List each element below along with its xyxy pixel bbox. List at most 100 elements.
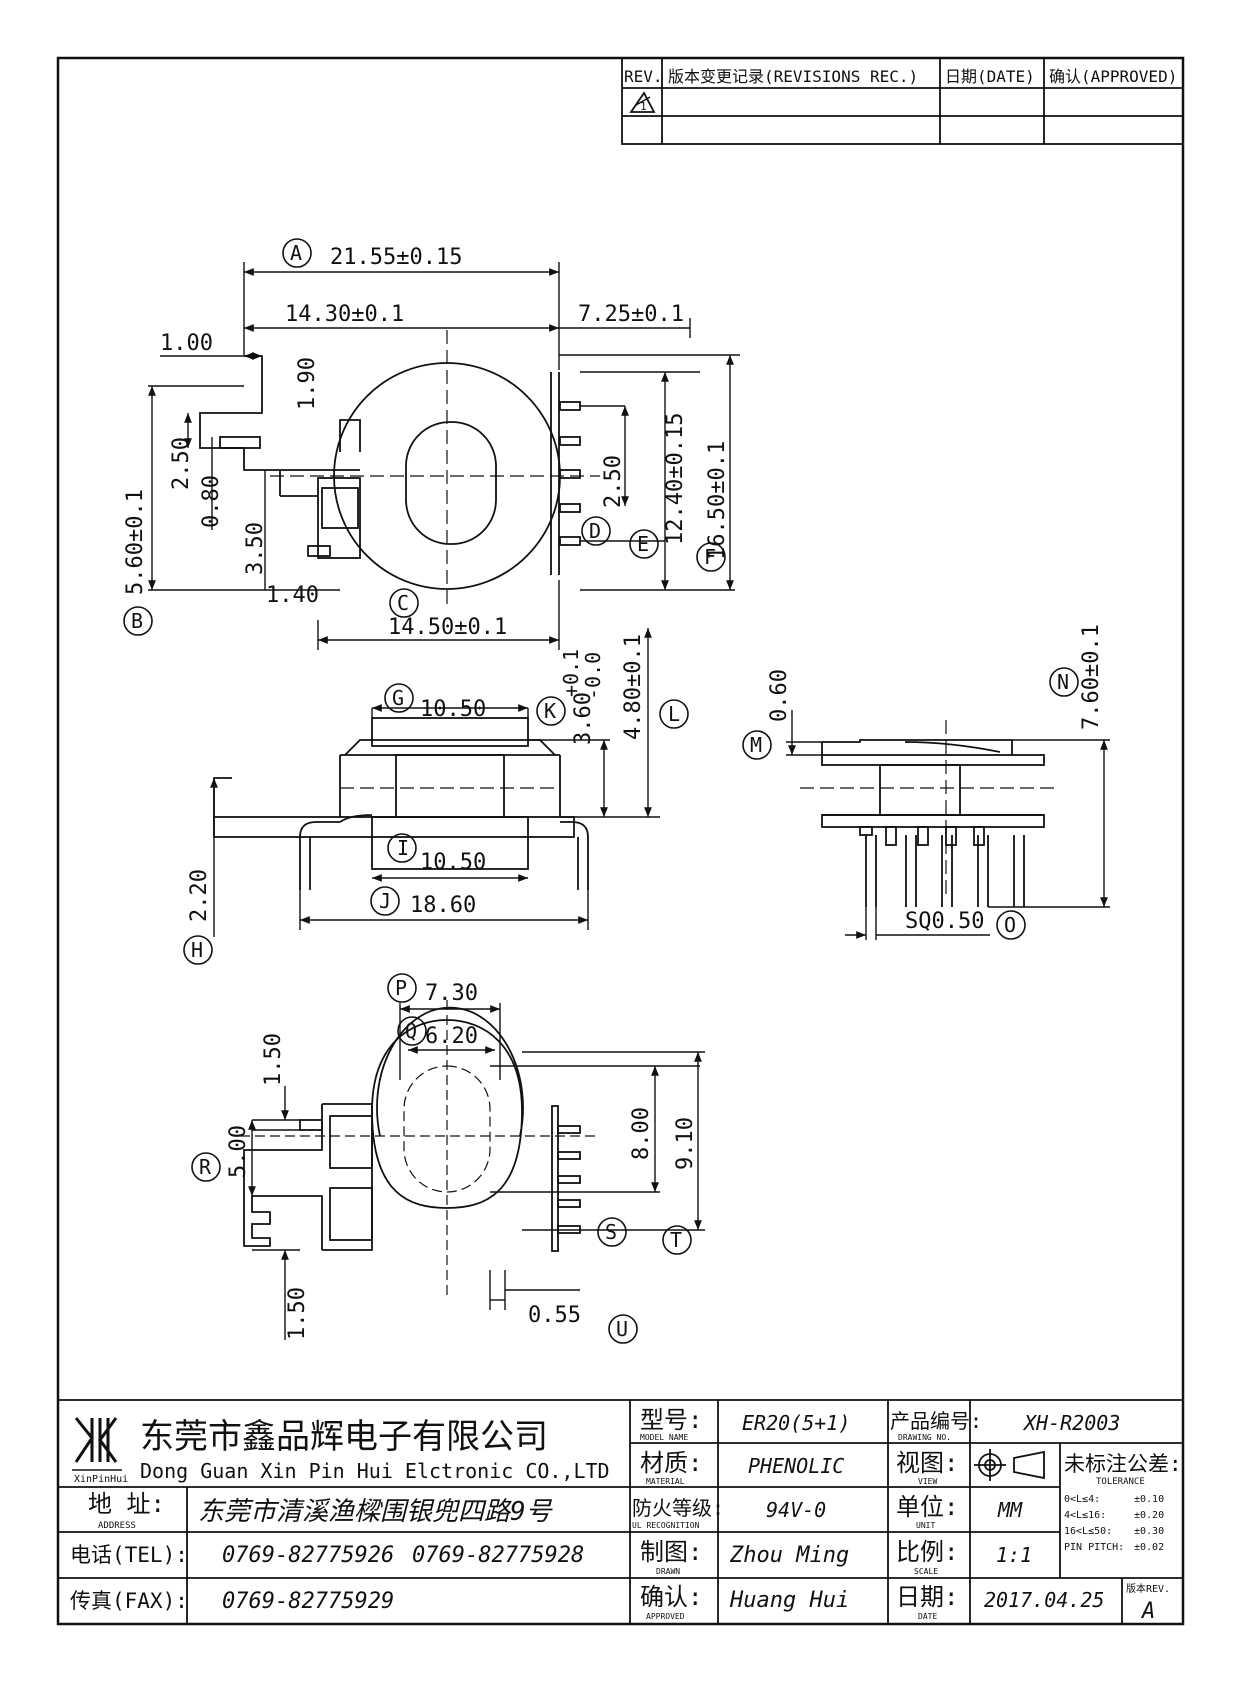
callout-m: M bbox=[742, 730, 772, 760]
svg-text:A: A bbox=[290, 241, 302, 265]
tolerance-label: 未标注公差: bbox=[1064, 1452, 1182, 1476]
logo-text: XinPinHui bbox=[74, 1474, 128, 1485]
tel-value-1: 0769-82775926 bbox=[222, 1543, 394, 1568]
callout-h: H bbox=[183, 935, 213, 965]
svg-text:P: P bbox=[395, 976, 407, 1000]
approved-value: Huang Hui bbox=[729, 1588, 849, 1613]
side-view bbox=[821, 739, 1045, 907]
svg-text:B: B bbox=[131, 609, 143, 633]
svg-text:D: D bbox=[589, 519, 601, 543]
callout-l: L bbox=[659, 699, 689, 729]
callout-r: R bbox=[191, 1152, 221, 1182]
dim-1-00: 1.00 bbox=[160, 331, 213, 356]
address-value: 东莞市清溪渔樑围银兜四路9号 bbox=[198, 1497, 554, 1527]
drawing-no-label: 产品编号: bbox=[890, 1409, 982, 1433]
rev-header: REV. bbox=[624, 67, 663, 86]
tolerance-value-1: ±0.10 bbox=[1134, 1494, 1164, 1505]
date-header: 日期(DATE) bbox=[945, 67, 1035, 86]
tolerance-range-3: 16<L≤50: bbox=[1064, 1526, 1112, 1537]
callout-c: C bbox=[389, 588, 419, 618]
svg-text:C: C bbox=[397, 591, 409, 615]
svg-text:J: J bbox=[379, 889, 391, 913]
callout-q: Q bbox=[397, 1016, 427, 1046]
dim-0-80: 0.80 bbox=[199, 475, 224, 528]
material-label-en: MATERIAL bbox=[646, 1477, 685, 1486]
dim-k-tol-minus: -0.0 bbox=[581, 652, 605, 700]
dim-1-40: 1.40 bbox=[266, 583, 319, 608]
svg-text:S: S bbox=[605, 1220, 617, 1244]
dim-14-30: 14.30±0.1 bbox=[285, 302, 404, 327]
address-label: 地 址: bbox=[88, 1490, 165, 1518]
callout-b: B bbox=[123, 606, 153, 636]
callout-u: U bbox=[608, 1314, 638, 1344]
dim-16-50: 16.50±0.1 bbox=[705, 441, 730, 560]
material-value: PHENOLIC bbox=[748, 1454, 844, 1478]
callout-j: J bbox=[370, 886, 400, 916]
callout-e: E bbox=[629, 529, 659, 559]
dim-m-value: 0.60 bbox=[767, 669, 792, 722]
title-block bbox=[58, 1399, 1183, 1624]
svg-text:R: R bbox=[199, 1155, 212, 1179]
fax-value: 0769-82775929 bbox=[222, 1589, 394, 1614]
approved-label: 确认: bbox=[640, 1583, 702, 1611]
scale-label: 比例: bbox=[896, 1538, 958, 1566]
dim-7-25: 7.25±0.1 bbox=[578, 302, 684, 327]
model-label-en: MODEL NAME bbox=[640, 1433, 688, 1442]
svg-text:O: O bbox=[1004, 913, 1016, 937]
ul-value: 94V-0 bbox=[766, 1498, 826, 1522]
dim-q-value: 6.20 bbox=[425, 1024, 478, 1049]
revision-table bbox=[621, 57, 1184, 145]
svg-text:G: G bbox=[392, 686, 404, 710]
svg-text:Q: Q bbox=[405, 1019, 417, 1043]
material-label: 材质: bbox=[640, 1449, 702, 1477]
drawing-no-value: XH-R2003 bbox=[1022, 1411, 1120, 1435]
tolerance-range-4: PIN PITCH: bbox=[1064, 1542, 1124, 1553]
dim-g-value: 10.50 bbox=[420, 697, 486, 722]
dim-14-50: 14.50±0.1 bbox=[388, 615, 507, 640]
tolerance-value-3: ±0.30 bbox=[1134, 1526, 1164, 1537]
tolerance-label-en: TOLERANCE bbox=[1096, 1477, 1145, 1487]
callout-p: P bbox=[387, 973, 417, 1003]
ul-label: 防火等级: bbox=[632, 1496, 724, 1520]
dim-k-tol-plus: +0.1 bbox=[559, 649, 583, 697]
dim-1-50-bottom: 1.50 bbox=[285, 1287, 310, 1340]
tolerance-range-2: 4<L≤16: bbox=[1064, 1510, 1106, 1521]
svg-text:N: N bbox=[1057, 670, 1069, 694]
drawing-border bbox=[56, 56, 1185, 1626]
date-value: 2017.04.25 bbox=[984, 1588, 1104, 1612]
dim-l-value: 4.80±0.1 bbox=[621, 634, 646, 740]
approved-label-en: APPROVED bbox=[646, 1612, 685, 1621]
company-name-cn: 东莞市鑫品辉电子有限公司 bbox=[140, 1417, 548, 1457]
svg-text:U: U bbox=[616, 1317, 628, 1341]
revision-triangle-icon: 1 bbox=[629, 91, 656, 113]
address-label-en: ADDRESS bbox=[98, 1521, 136, 1531]
dim-n-value: 7.60±0.1 bbox=[1079, 624, 1104, 730]
tolerance-range-1: 0<L≤4: bbox=[1064, 1494, 1100, 1505]
unit-label-en: UNIT bbox=[916, 1521, 935, 1530]
callout-a: A bbox=[282, 238, 312, 268]
dim-k-value: 3.60 bbox=[571, 692, 596, 745]
dim-1-50-top: 1.50 bbox=[261, 1033, 286, 1086]
company-logo bbox=[72, 1417, 122, 1471]
ul-label-en: UL RECOGNITION bbox=[632, 1521, 700, 1530]
callout-n: N bbox=[1049, 667, 1079, 697]
drawn-label: 制图: bbox=[640, 1538, 702, 1566]
dim-2-50-right: 2.50 bbox=[601, 455, 626, 508]
bottom-view-dimensions bbox=[248, 1003, 705, 1340]
bottom-view bbox=[243, 1006, 581, 1252]
svg-text:M: M bbox=[750, 733, 762, 757]
dim-j-value: 18.60 bbox=[410, 893, 476, 918]
tel-label: 电话(TEL): bbox=[70, 1543, 188, 1567]
view-label: 视图: bbox=[896, 1449, 958, 1477]
unit-value: MM bbox=[997, 1498, 1023, 1522]
dim-9-10: 9.10 bbox=[673, 1117, 698, 1170]
side-view-centerlines bbox=[800, 720, 1060, 900]
callout-g: G bbox=[384, 683, 414, 713]
dim-a-value: 21.55±0.15 bbox=[330, 245, 462, 270]
tel-value-2: 0769-82775928 bbox=[412, 1543, 584, 1568]
dim-5-60: 5.60±0.1 bbox=[123, 489, 148, 595]
drawn-label-en: DRAWN bbox=[656, 1567, 680, 1576]
date-label: 日期: bbox=[896, 1583, 958, 1611]
dim-12-40: 12.40±0.15 bbox=[663, 413, 688, 545]
svg-text:E: E bbox=[637, 532, 649, 556]
